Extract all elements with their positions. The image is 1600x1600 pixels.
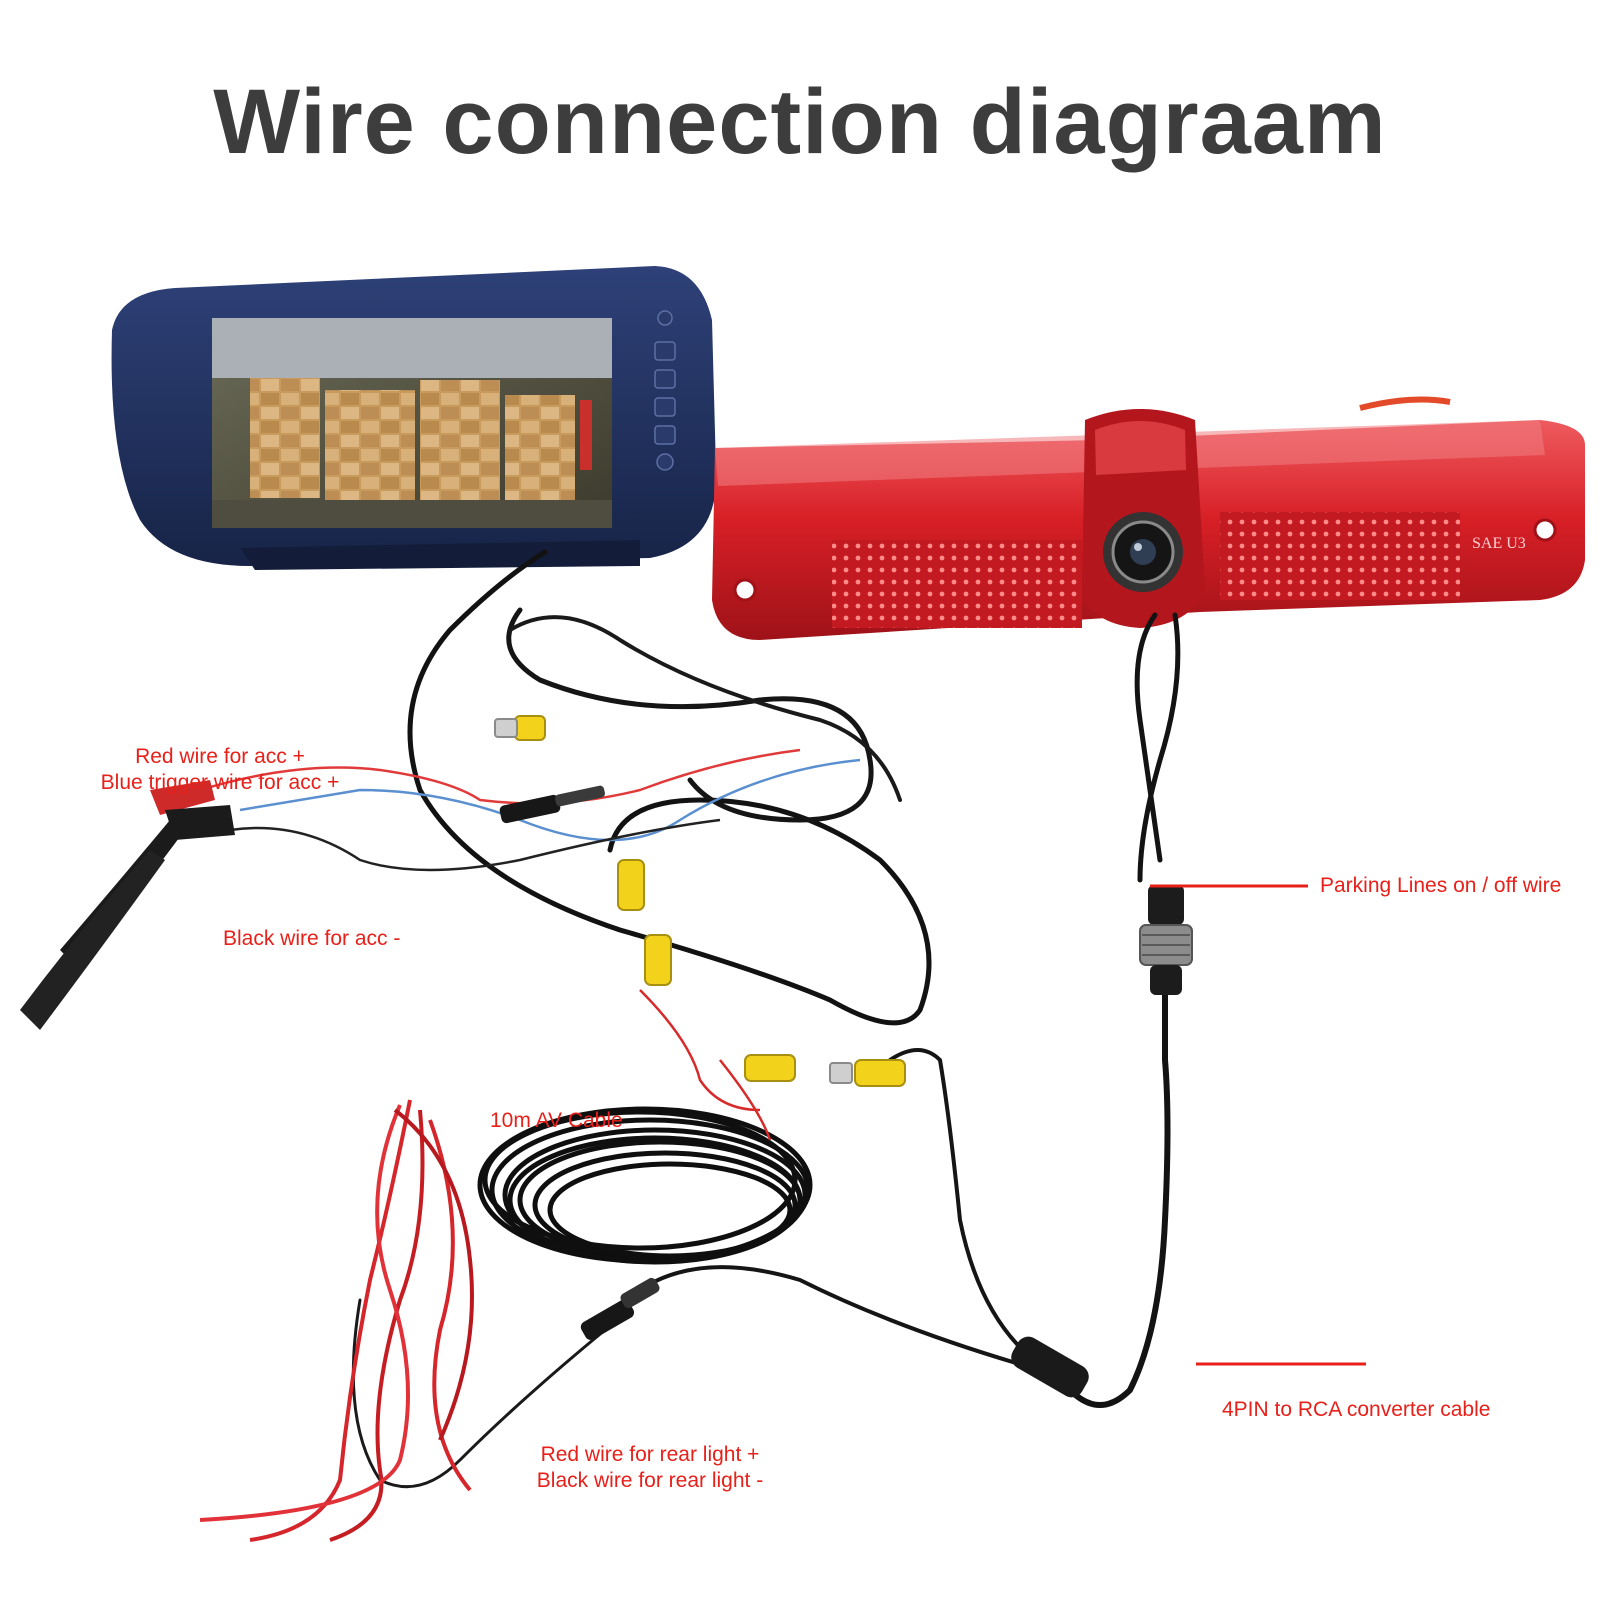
monitor-cable [407, 549, 932, 1026]
brake-light-camera: SAE U3 [712, 396, 1585, 640]
camera-mark: SAE U3 [1472, 535, 1526, 552]
label-acc-red-blue: Red wire for acc + Blue trigger wire for… [70, 744, 370, 796]
monitor-buttons [654, 310, 676, 471]
label-acc-blue: Blue trigger wire for acc + [100, 771, 340, 794]
converter-cable [1067, 987, 1171, 1408]
av-cable-loop-upper [506, 607, 874, 823]
camera-lens [1103, 512, 1183, 592]
barrel-connectors [499, 785, 1089, 1398]
label-acc-black: Black wire for acc - [223, 927, 401, 950]
label-rear-light: Red wire for rear light + Black wire for… [500, 1442, 800, 1494]
mirror-monitor [111, 266, 717, 570]
cables [351, 549, 1181, 1489]
acc-wires [199, 748, 861, 1141]
label-acc-red: Red wire for acc + [135, 745, 305, 768]
camera-cable-loop [1134, 612, 1181, 883]
pointer-lines [1150, 884, 1366, 1366]
rca-connectors [494, 715, 906, 1087]
rear-black-wire [351, 1298, 607, 1489]
alligator-clips [20, 780, 235, 1030]
label-converter-cable: 4PIN to RCA converter cable [1222, 1398, 1491, 1421]
page-title: Wire connection diagraam [213, 71, 1387, 173]
label-av-cable: 10m AV Cable [490, 1109, 623, 1132]
label-parking-lines: Parking Lines on / off wire [1320, 874, 1562, 897]
rear-light-wires [199, 1099, 474, 1542]
av-cable-coil [477, 1106, 813, 1265]
aviation-connector [1139, 885, 1193, 995]
label-rear-red: Red wire for rear light + [540, 1443, 760, 1466]
label-rear-black: Black wire for rear light - [536, 1469, 764, 1492]
monitor-screen [212, 318, 612, 528]
